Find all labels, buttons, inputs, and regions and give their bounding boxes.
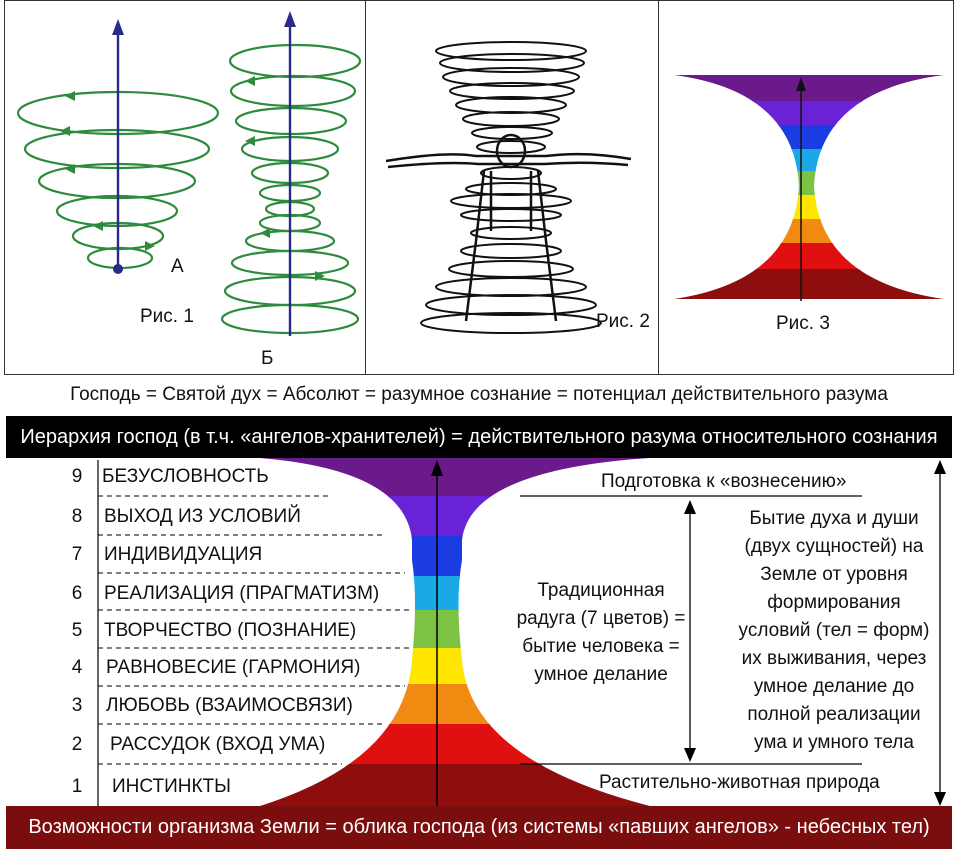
right-line-5: условий (тел = форм): [738, 620, 930, 641]
top-band: Иерархия господ (в т.ч. «ангелов-храните…: [6, 416, 952, 458]
bottom-band: Возможности организма Земли = облика гос…: [6, 806, 952, 849]
header-line: Господь = Святой дух = Абсолют = разумно…: [70, 384, 888, 405]
annotation-bottom-right: Растительно-животная природа: [599, 772, 880, 793]
spiral-b-arrows: [245, 76, 325, 281]
level-6-number: 6: [71, 583, 83, 604]
middle-arrow-top: [684, 500, 696, 514]
sketch-figure: [385, 41, 632, 334]
middle-arrow-bottom: [684, 748, 696, 762]
annotation-right: Бытие духа и души (двух сущностей) на Зе…: [728, 505, 940, 757]
level-separators: [98, 495, 412, 765]
level-5-number: 5: [71, 620, 83, 641]
level-4-number: 4: [71, 657, 83, 678]
spiral-diagram: [16, 11, 362, 336]
figure-1-panel: А Рис. 1 Б: [4, 0, 366, 375]
middle-line-2: радуга (7 цветов) =: [516, 608, 686, 629]
right-arrow-bottom: [934, 792, 946, 806]
spiral-a-arrows: [60, 91, 155, 251]
figure-2-panel: Рис. 2: [365, 0, 659, 375]
level-7-number: 7: [71, 544, 83, 565]
middle-line-3: бытие человека =: [522, 636, 680, 657]
sketch-body: [385, 133, 632, 322]
figure-3-panel: Рис. 3: [658, 0, 954, 375]
axis-b-arrowhead: [284, 11, 296, 27]
right-line-9: ума и умного тела: [754, 732, 914, 753]
level-3-label: ЛЮБОВЬ (ВЗАИМОСВЯЗИ): [106, 695, 353, 716]
level-7-label: ИНДИВИДУАЦИЯ: [104, 544, 263, 565]
fig1-label-b: Б: [261, 348, 274, 369]
right-line-3: Земле от уровня: [760, 564, 908, 585]
fig1-caption: Рис. 1: [140, 306, 194, 327]
fig1-label-a: А: [171, 256, 184, 277]
level-9-number: 9: [71, 466, 83, 487]
level-9-label: БЕЗУСЛОВНОСТЬ: [102, 466, 269, 487]
right-line-6: их выживания, через: [741, 648, 927, 669]
main-axis-arrowhead: [431, 460, 443, 476]
level-4-label: РАВНОВЕСИЕ (ГАРМОНИЯ): [106, 657, 361, 678]
right-arrow-top: [934, 460, 946, 474]
annotation-middle: Традиционная радуга (7 цветов) = бытие ч…: [512, 577, 690, 689]
level-8-number: 8: [71, 506, 83, 527]
level-5-label: ТВОРЧЕСТВО (ПОЗНАНИЕ): [104, 620, 357, 641]
right-line-2: (двух сущностей) на: [744, 536, 924, 557]
fig2-caption: Рис. 2: [596, 311, 650, 332]
axis-a-arrowhead: [112, 19, 124, 35]
level-2-label: РАССУДОК (ВХОД УМА): [110, 734, 326, 755]
level-2-number: 2: [71, 734, 83, 755]
fig3-caption: Рис. 3: [776, 313, 830, 334]
middle-line-1: Традиционная: [537, 580, 665, 601]
axis-a-origin: [113, 264, 123, 274]
right-line-4: формирования: [767, 592, 901, 613]
level-6-label: РЕАЛИЗАЦИЯ (ПРАГМАТИЗМ): [104, 583, 380, 604]
level-3-number: 3: [71, 695, 83, 716]
level-1-label: ИНСТИНКТЫ: [112, 776, 231, 797]
right-line-1: Бытие духа и души: [749, 508, 919, 529]
middle-line-4: умное делание: [534, 664, 668, 685]
level-1-number: 1: [71, 776, 83, 797]
axis-c-arrowhead: [796, 77, 806, 91]
annotation-top-right: Подготовка к «вознесению»: [601, 471, 847, 492]
sketch-spirals: [420, 41, 602, 334]
right-line-7: умное делание до: [753, 676, 915, 697]
rainbow-hourglass-small: [674, 75, 944, 301]
level-8-label: ВЫХОД ИЗ УСЛОВИЙ: [104, 506, 301, 527]
right-line-8: полной реализации: [747, 704, 921, 725]
